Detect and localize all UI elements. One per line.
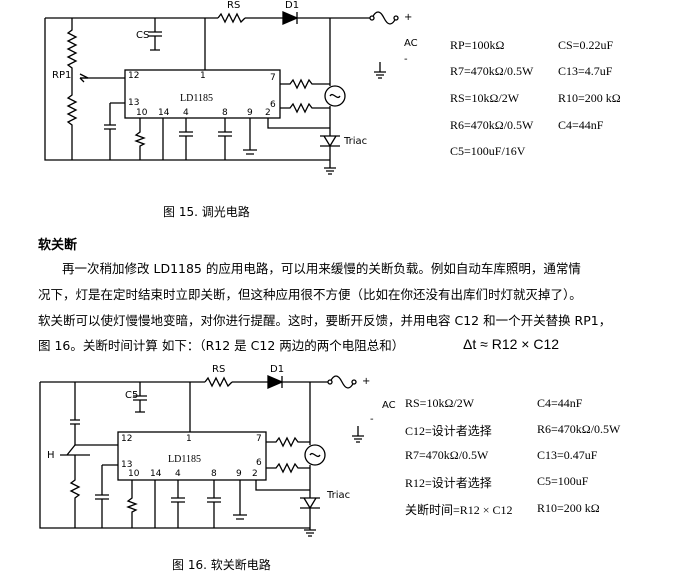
f16-pin-7: 7: [256, 434, 262, 444]
f16-pin-6: 6: [256, 458, 262, 468]
f16-pin-10: 10: [128, 469, 140, 479]
f16-triac-label: Triac: [327, 490, 351, 501]
pin-13: 13: [128, 98, 140, 108]
fig15-caption: 图 15. 调光电路: [163, 205, 250, 219]
plus-label: +: [404, 12, 413, 23]
f16-spec-c4: C4=44nF: [537, 396, 583, 410]
triac-label: Triac: [344, 136, 368, 147]
spec-c4: C4=44nF: [558, 118, 604, 132]
fig16-schematic: [39, 375, 364, 537]
ac-label: AC: [404, 38, 418, 49]
fig16-caption: 图 16. 软关断电路: [172, 558, 271, 572]
pin-4: 4: [183, 108, 189, 118]
rp1-label: RP1: [52, 70, 72, 81]
spec-cs: CS=0.22uF: [558, 38, 614, 52]
cs-cap: [148, 18, 162, 51]
spec-r7: R7=470kΩ/0.5W: [450, 64, 534, 78]
ic-body: [124, 69, 281, 119]
f16-ac-label: AC: [382, 400, 396, 411]
pin-12: 12: [128, 71, 140, 81]
pin-8: 8: [222, 108, 228, 118]
minus-label: -: [404, 54, 408, 65]
cs-label: CS: [136, 30, 150, 41]
spec-r6: R6=470kΩ/0.5W: [450, 118, 534, 132]
f16-spec-time: 关断时间=R12 × C12: [405, 503, 513, 517]
ic-name: LD1185: [180, 93, 213, 104]
f16-pin-9: 9: [236, 469, 242, 479]
f16-rs-label: RS: [212, 364, 226, 375]
fuse: [371, 11, 397, 25]
d1-label: D1: [285, 0, 300, 11]
rs-label: RS: [227, 0, 241, 11]
f16-spec-rs: RS=10kΩ/2W: [405, 396, 475, 410]
f16-pin-1: 1: [186, 434, 192, 444]
f16-spec-r12: R12=设计者选择: [405, 476, 492, 490]
pin-6: 6: [270, 100, 276, 110]
f16-minus-label: -: [370, 414, 374, 425]
f16-c5-label: C5: [125, 390, 139, 401]
f16-pin-2: 2: [252, 469, 258, 479]
pin-9: 9: [247, 108, 253, 118]
spec-c13: C13=4.7uF: [558, 64, 613, 78]
f16-ic-name: LD1185: [168, 454, 201, 465]
spec-rp: RP=100kΩ: [450, 38, 505, 52]
f16-spec-r7: R7=470kΩ/0.5W: [405, 448, 489, 462]
lamp: [324, 85, 346, 107]
formula: Δt ≈ R12 × C12: [463, 336, 560, 352]
para-line-2: 况下，灯是在定时结束时立即关断，但这种应用很不方便（比如在你还没有出库们时灯就灭…: [38, 287, 582, 302]
pin-14: 14: [158, 108, 170, 118]
f16-spec-c12: C12=设计者选择: [405, 424, 492, 438]
spec-rs: RS=10kΩ/2W: [450, 91, 520, 105]
f16-pin-4: 4: [175, 469, 181, 479]
f16-d1-label: D1: [270, 364, 285, 375]
f16-pin-14: 14: [150, 469, 162, 479]
f16-plus-label: +: [362, 376, 371, 387]
para-line-4: 图 16。关断时间计算 如下：（R12 是 C12 两边的两个电阻总和）: [38, 338, 405, 353]
section-heading: 软关断: [38, 238, 78, 253]
para-line-1: 再一次稍加修改 LD1185 的应用电路，可以用来缓慢的关断负载。例如自动车库照…: [62, 261, 581, 276]
rp1-pot: [66, 18, 78, 160]
f16-pin-12: 12: [121, 434, 133, 444]
para-line-3: 软关断可以使灯慢慢地变暗，对你进行提醒。这时，要断开反馈，并用电容 C12 和一…: [38, 313, 612, 328]
pin-7: 7: [270, 73, 276, 83]
d1-diode: [282, 11, 299, 25]
f16-spec-c13: C13=0.47uF: [537, 448, 598, 462]
f16-spec-c5: C5=100uF: [537, 474, 589, 488]
f16-spec-r10: R10=200 kΩ: [537, 501, 600, 515]
f16-pin-8: 8: [211, 469, 217, 479]
spec-r10: R10=200 kΩ: [558, 91, 621, 105]
rs-resistor: [217, 12, 246, 24]
f16-spec-r6: R6=470kΩ/0.5W: [537, 422, 621, 436]
spec-c5: C5=100uF/16V: [450, 144, 526, 158]
f16-pin-13: 13: [121, 460, 133, 470]
pin-2: 2: [265, 108, 271, 118]
fig15-schematic: [44, 11, 399, 175]
pin-1: 1: [200, 71, 206, 81]
pin-10: 10: [136, 108, 148, 118]
triac: [320, 128, 340, 168]
f16-h-label: H: [47, 450, 55, 461]
